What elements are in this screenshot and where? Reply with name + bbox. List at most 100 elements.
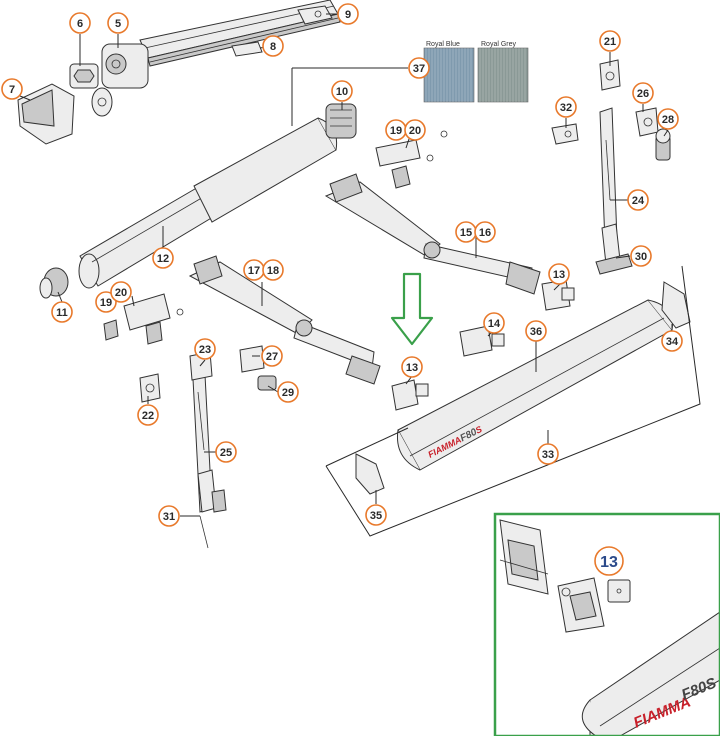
callout-5: 5 [107, 12, 129, 34]
callout-27: 27 [261, 345, 283, 367]
swatch-label-royal-blue: Royal Blue [426, 41, 460, 48]
svg-text:19: 19 [390, 125, 402, 137]
hook-part-32 [551, 123, 579, 145]
fabric-swatch-royal-grey: Royal Grey [477, 41, 529, 103]
svg-text:20: 20 [409, 125, 421, 137]
callout-35: 35 [365, 504, 387, 526]
callout-34: 34 [661, 330, 683, 352]
svg-text:5: 5 [115, 18, 121, 30]
svg-text:28: 28 [662, 114, 674, 126]
svg-text:16: 16 [479, 227, 491, 239]
svg-text:32: 32 [560, 102, 572, 114]
fabric-swatch-royal-blue: Royal Blue [423, 41, 475, 103]
svg-text:13: 13 [406, 362, 418, 374]
callout-30: 30 [630, 245, 652, 267]
callout-18: 18 [262, 259, 284, 281]
callout-33: 33 [537, 443, 559, 465]
svg-text:14: 14 [488, 318, 501, 330]
brand-model-suffix: S [474, 424, 484, 436]
gear-part-6 [69, 63, 113, 117]
callout-24: 24 [627, 189, 649, 211]
knob-part-29 [257, 375, 277, 391]
callout-32: 32 [555, 96, 577, 118]
zoom-inset: FIAMMA F80S 13 [493, 512, 720, 736]
callout-21: 21 [599, 30, 621, 52]
svg-text:23: 23 [199, 344, 211, 356]
end-plug-part-11 [39, 267, 69, 299]
callout-20-upper: 20 [404, 119, 426, 141]
fabric-roll-part-37 [193, 117, 338, 223]
inset-bracket-13 [557, 577, 631, 633]
callout-29: 29 [277, 381, 299, 403]
arm-assembly-part-15-16 [324, 173, 541, 295]
clip-part-26 [635, 107, 659, 137]
svg-text:25: 25 [220, 447, 232, 459]
callout-13-lower: 13 [401, 356, 423, 378]
callout-10: 10 [331, 80, 353, 102]
end-cover-part-7 [17, 83, 75, 145]
support-leg-part-24 [595, 107, 633, 275]
svg-text:18: 18 [267, 265, 279, 277]
arm-assembly-part-17-18 [188, 255, 381, 385]
bracket-part-13-upper [541, 279, 575, 311]
callout-22: 22 [137, 404, 159, 426]
end-plug-part-10 [325, 103, 357, 139]
svg-text:27: 27 [266, 351, 278, 363]
svg-text:22: 22 [142, 410, 154, 422]
callout-15: 15 [455, 221, 477, 243]
inset-arm-end [499, 519, 549, 595]
bracket-part-9 [297, 5, 333, 25]
svg-text:6: 6 [77, 18, 83, 30]
svg-text:7: 7 [9, 84, 15, 96]
svg-text:13: 13 [553, 269, 565, 281]
callout-16: 16 [474, 221, 496, 243]
callout-17: 17 [243, 259, 265, 281]
svg-text:17: 17 [248, 265, 260, 277]
svg-text:24: 24 [632, 195, 645, 207]
callout-6: 6 [69, 12, 91, 34]
callout-8: 8 [262, 35, 284, 57]
inset-front-profile [581, 611, 720, 736]
svg-text:34: 34 [666, 336, 679, 348]
callout-11: 11 [51, 301, 73, 323]
roller-rail-profile [139, 0, 341, 67]
callout-28: 28 [657, 108, 679, 130]
callout-19-lower: 19 [95, 291, 117, 313]
clip-part-27 [239, 345, 265, 373]
svg-text:12: 12 [157, 253, 169, 265]
bracket-part-21 [599, 59, 621, 91]
svg-text:10: 10 [336, 86, 348, 98]
callout-20-lower: 20 [110, 281, 132, 303]
callouts: 5 6 7 8 9 10 11 12 13 13 14 15 16 17 18 … [1, 3, 683, 527]
callout-9: 9 [337, 3, 359, 25]
svg-text:26: 26 [637, 88, 649, 100]
svg-text:15: 15 [460, 227, 472, 239]
end-cap-part-35 [355, 453, 385, 495]
callout-19-upper: 19 [385, 119, 407, 141]
swatch-label-royal-grey: Royal Grey [481, 41, 517, 48]
svg-text:13: 13 [600, 554, 618, 571]
end-cap-part-5 [101, 43, 149, 89]
callout-36: 36 [525, 320, 547, 342]
svg-text:8: 8 [270, 41, 276, 53]
callout-26: 26 [632, 82, 654, 104]
bracket-part-8 [231, 41, 263, 57]
svg-text:36: 36 [530, 326, 542, 338]
support-leg-part-25 [191, 355, 227, 549]
callout-14: 14 [483, 312, 505, 334]
callout-13-upper: 13 [548, 263, 570, 285]
callout-25: 25 [215, 441, 237, 463]
svg-text:19: 19 [100, 297, 112, 309]
svg-text:9: 9 [345, 9, 351, 21]
svg-text:20: 20 [115, 287, 127, 299]
svg-text:29: 29 [282, 387, 294, 399]
inset-callout-13: 13 [594, 546, 624, 576]
bracket-part-14 [459, 325, 505, 357]
callout-12: 12 [152, 247, 174, 269]
callout-31: 31 [158, 505, 180, 527]
highlight-arrow [390, 272, 434, 346]
knob-part-28 [655, 128, 671, 161]
arm-bracket-part-19-20-upper [375, 130, 448, 189]
callout-7: 7 [1, 78, 23, 100]
